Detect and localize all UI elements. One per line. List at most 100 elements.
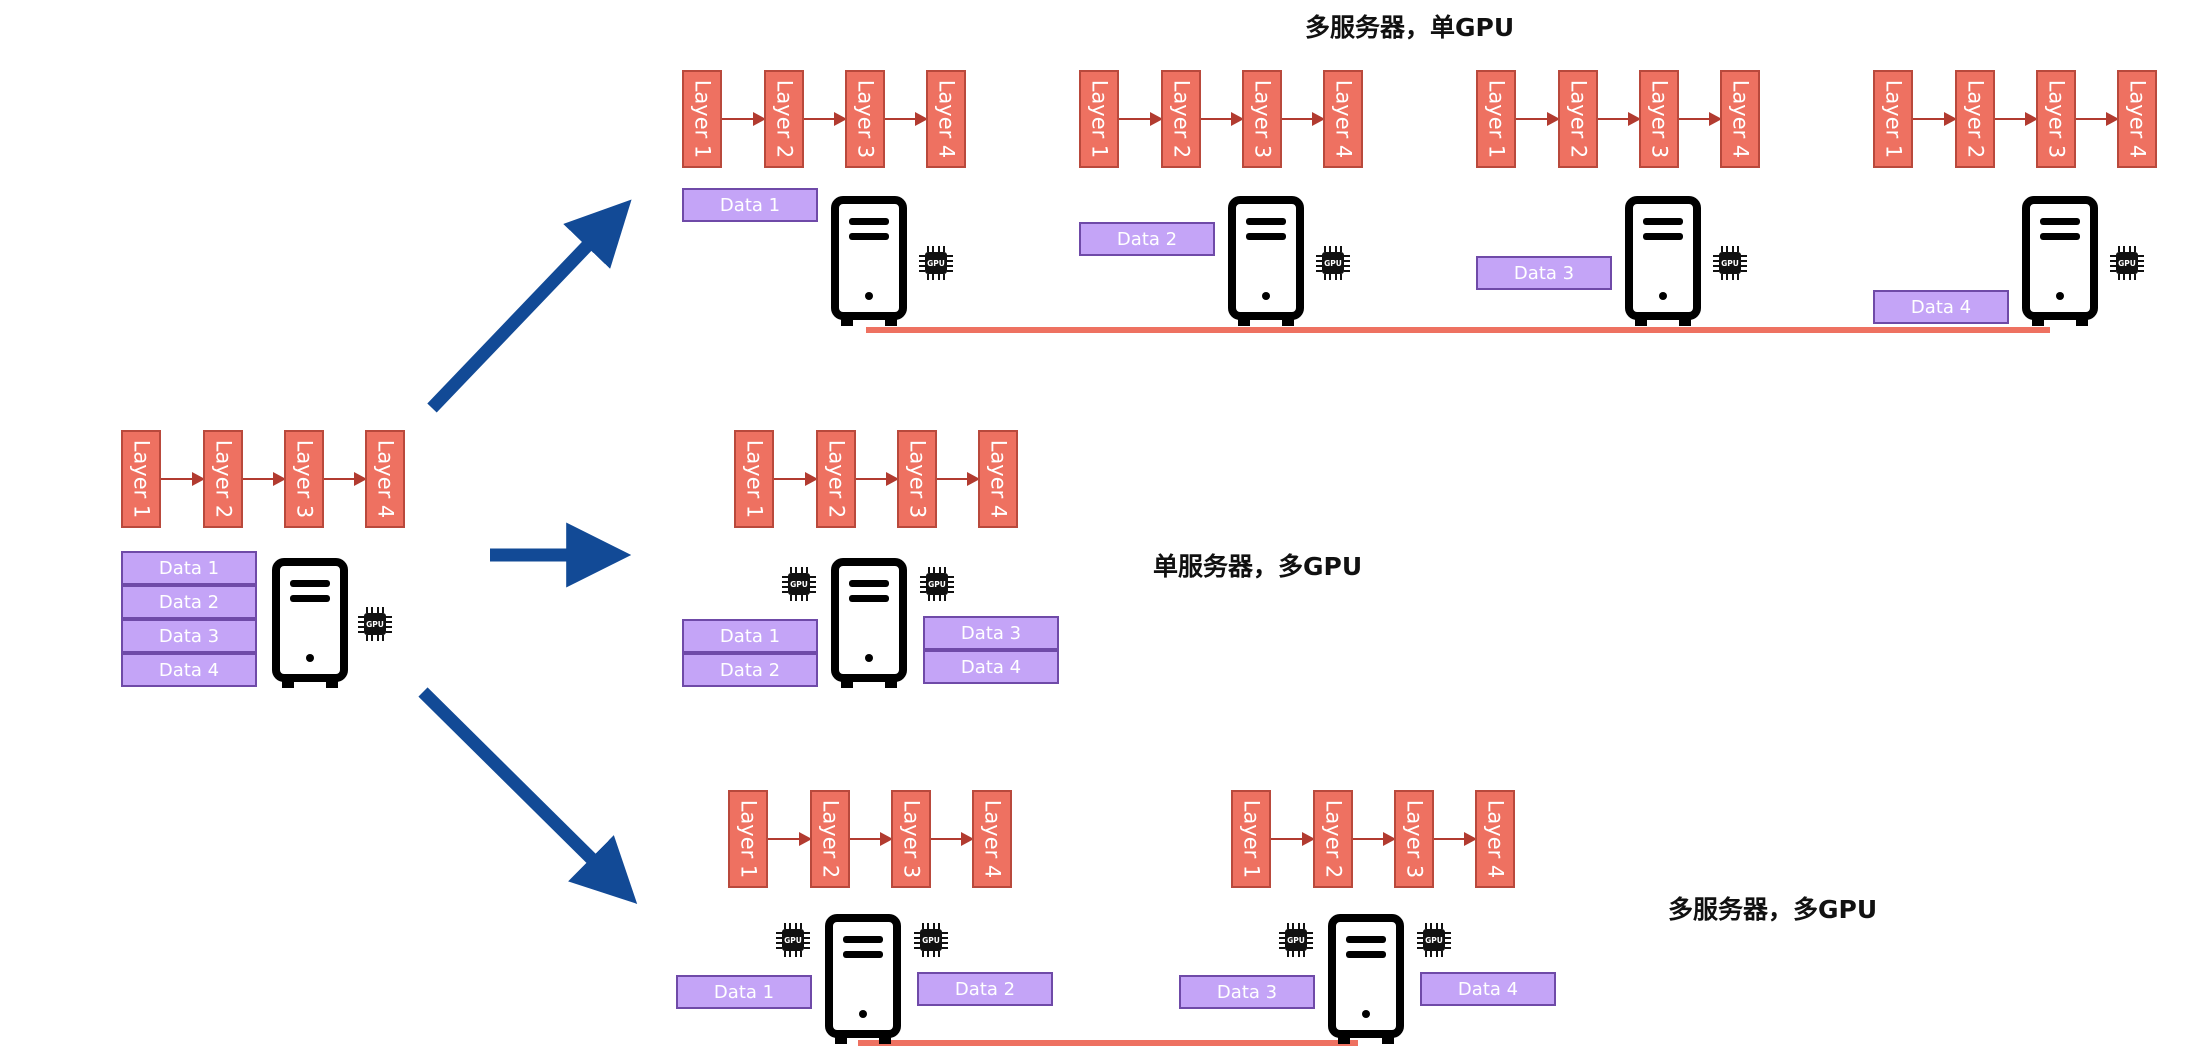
layer-label: Layer 4 [1331,79,1355,159]
layer-block: Layer 4 [972,790,1012,888]
layer-label: Layer 3 [1647,79,1671,159]
layer-label: Layer 2 [824,439,848,519]
layer-label: Layer 3 [292,439,316,519]
layer-label: Layer 2 [1566,79,1590,159]
layer-label: Layer 3 [899,799,923,879]
layer-block: Layer 4 [1475,790,1515,888]
layer-label: Layer 1 [1484,79,1508,159]
layer-label: Layer 2 [1169,79,1193,159]
layer-block: Layer 2 [1313,790,1353,888]
gpu-chip-icon: GPU [920,567,954,601]
layer-block: Layer 4 [365,430,405,528]
layer-block: Layer 3 [2036,70,2076,168]
layer-label: Layer 3 [853,79,877,159]
gpu-label: GPU [366,620,384,629]
gpu-chip-icon: GPU [1713,246,1747,280]
gpu-label: GPU [1721,259,1739,268]
data-block: Data 3 [1476,256,1612,290]
layer-label: Layer 3 [2044,79,2068,159]
layer-label: Layer 3 [1250,79,1274,159]
gpu-chip-icon: GPU [776,923,810,957]
gpu-chip-icon: GPU [1417,923,1451,957]
layer-label: Layer 1 [742,439,766,519]
layer-block: Layer 1 [728,790,768,888]
title-multi-server-single-gpu: 多服务器，单GPU [1305,13,1515,42]
layer-label: Layer 4 [980,799,1004,879]
data-block: Data 3 [923,616,1059,650]
layer-arrow [804,112,847,126]
data-block: Data 1 [682,188,818,222]
gpu-chip-icon: GPU [782,567,816,601]
layer-block: Layer 4 [978,430,1018,528]
layer-block: Layer 3 [1639,70,1679,168]
layer-label: Layer 4 [986,439,1010,519]
gpu-chip-icon: GPU [914,923,948,957]
network-line-top [866,327,2050,333]
gpu-label: GPU [790,580,808,589]
layer-block: Layer 3 [284,430,324,528]
layer-label: Layer 4 [2125,79,2149,159]
layer-arrow [1913,112,1957,126]
layer-block: Layer 4 [1323,70,1363,168]
layer-arrow [1271,832,1315,846]
data-block: Data 2 [682,653,818,687]
gpu-label: GPU [927,259,945,268]
layer-arrow [1119,112,1163,126]
layer-block: Layer 2 [810,790,850,888]
layer-block: Layer 1 [1079,70,1119,168]
data-block: Data 4 [923,650,1059,684]
data-block: Data 2 [121,585,257,619]
layer-arrow [885,112,928,126]
layer-label: Layer 1 [1087,79,1111,159]
gpu-label: GPU [1287,936,1305,945]
gpu-label: GPU [1324,259,1342,268]
title-single-server-multi-gpu: 单服务器，多GPU [1153,552,1363,581]
server-icon [1328,914,1404,1044]
layer-arrow [1679,112,1722,126]
layer-label: Layer 4 [1483,799,1507,879]
layer-arrow [161,472,205,486]
layer-arrow [856,472,899,486]
layer-block: Layer 3 [1394,790,1434,888]
layer-label: Layer 4 [1728,79,1752,159]
gpu-chip-icon: GPU [1316,246,1350,280]
arrow-to-multi-server-single-gpu [427,199,632,413]
layer-block: Layer 2 [1558,70,1598,168]
layer-block: Layer 1 [1873,70,1913,168]
layer-label: Layer 1 [1239,799,1263,879]
gpu-label: GPU [928,580,946,589]
gpu-label: GPU [2118,259,2136,268]
data-block: Data 3 [1179,975,1315,1009]
layer-label: Layer 4 [373,439,397,519]
server-icon [825,914,901,1044]
layer-block: Layer 2 [1161,70,1201,168]
layer-arrow [1353,832,1396,846]
layer-arrow [1282,112,1325,126]
layer-block: Layer 1 [682,70,722,168]
layer-arrow [722,112,766,126]
layer-block: Layer 2 [1955,70,1995,168]
layer-label: Layer 3 [1402,799,1426,879]
data-block: Data 4 [121,653,257,687]
data-block: Data 1 [121,551,257,585]
layer-arrow [850,832,893,846]
layer-block: Layer 1 [1231,790,1271,888]
layer-block: Layer 4 [1720,70,1760,168]
server-icon [272,558,348,688]
layer-label: Layer 2 [1321,799,1345,879]
layer-block: Layer 1 [121,430,161,528]
server-icon [2022,196,2098,326]
layer-arrow [774,472,818,486]
layer-arrow [1598,112,1641,126]
data-block: Data 2 [917,972,1053,1006]
layer-label: Layer 1 [129,439,153,519]
layer-block: Layer 4 [926,70,966,168]
layer-arrow [768,832,812,846]
layer-arrow [1201,112,1244,126]
layer-label: Layer 2 [818,799,842,879]
layer-arrow [2076,112,2119,126]
layer-block: Layer 3 [891,790,931,888]
layer-block: Layer 1 [734,430,774,528]
layer-block: Layer 4 [2117,70,2157,168]
gpu-label: GPU [922,936,940,945]
